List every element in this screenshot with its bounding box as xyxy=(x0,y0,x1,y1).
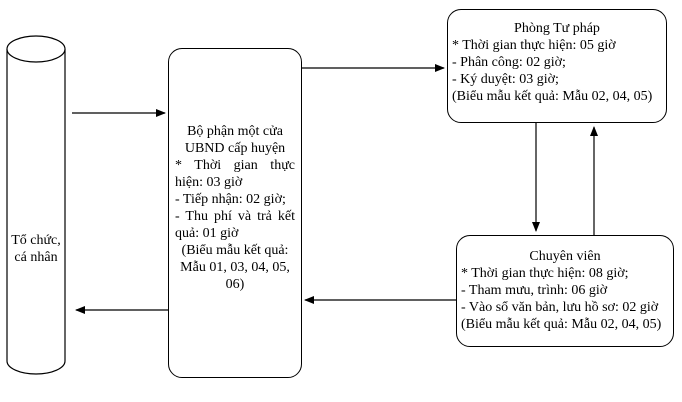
one-stop-time-line-1: * Thời gian thực xyxy=(175,158,295,173)
one-stop-forms-line-1: (Biểu mẫu kết quả: xyxy=(181,243,289,258)
one-stop-receive: - Tiếp nhận: 02 giờ; xyxy=(175,192,286,207)
actor-label: Tổ chức, cá nhân xyxy=(6,232,66,266)
actor-label-line-2: cá nhân xyxy=(14,250,58,265)
justice-time: * Thời gian thực hiện: 05 giờ xyxy=(452,38,616,53)
one-stop-title-line-1: Bộ phận một cửa xyxy=(187,124,283,139)
node-one-stop: Bộ phận một cửa UBND cấp huyện * Thời gi… xyxy=(168,48,302,378)
specialist-time: * Thời gian thực hiện: 08 giờ; xyxy=(461,266,629,281)
node-justice-office: Phòng Tư pháp * Thời gian thực hiện: 05 … xyxy=(447,9,667,123)
specialist-forms: (Biểu mẫu kết quả: Mẫu 02, 04, 05) xyxy=(461,317,662,332)
one-stop-title-line-2: UBND cấp huyện xyxy=(184,141,286,156)
node-actor: Tổ chức, cá nhân xyxy=(6,35,66,375)
one-stop-forms-line-2: Mẫu 01, 03, 04, 05, xyxy=(180,260,290,275)
specialist-advise: - Tham mưu, trình: 06 giờ xyxy=(461,283,608,298)
one-stop-fee-line-2: quả: 01 giờ xyxy=(175,226,239,241)
one-stop-fee-line-1: - Thu phí và trả kết xyxy=(175,209,295,224)
one-stop-time-line-2: hiện: 03 giờ xyxy=(175,175,243,190)
node-specialist: Chuyên viên * Thời gian thực hiện: 08 gi… xyxy=(456,235,674,347)
justice-title: Phòng Tư pháp xyxy=(514,21,600,36)
justice-forms: (Biểu mẫu kết quả: Mẫu 02, 04, 05) xyxy=(452,89,653,104)
actor-cylinder-shape xyxy=(6,35,66,375)
one-stop-forms-line-3: 06) xyxy=(225,277,245,292)
justice-sign: - Ký duyệt: 03 giờ; xyxy=(452,72,559,87)
actor-label-line-1: Tổ chức, xyxy=(11,233,61,248)
specialist-archive: - Vào sổ văn bản, lưu hồ sơ: 02 giờ xyxy=(461,300,659,315)
justice-assign: - Phân công: 02 giờ; xyxy=(452,55,566,70)
specialist-title: Chuyên viên xyxy=(529,249,601,264)
